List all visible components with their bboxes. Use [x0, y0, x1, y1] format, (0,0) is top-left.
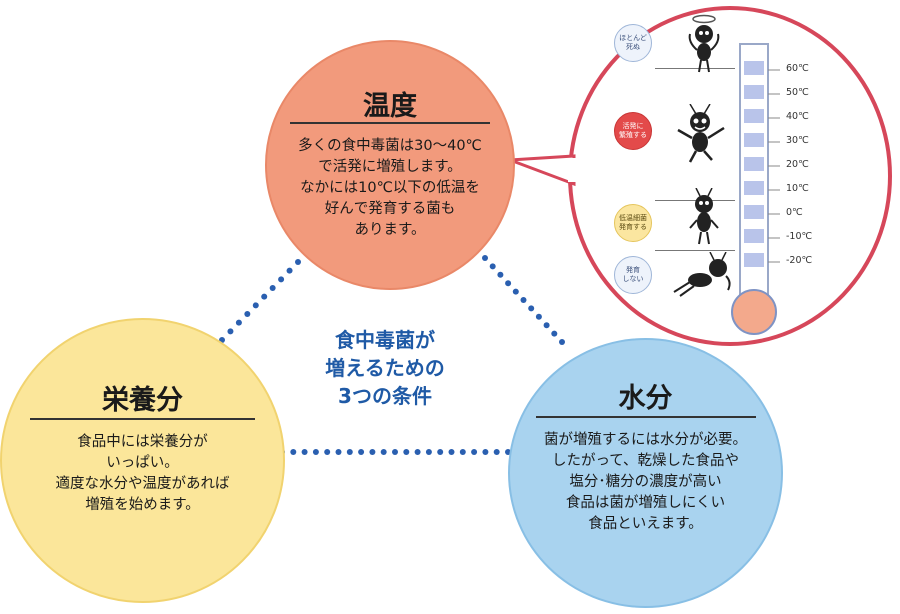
connector-dot — [543, 322, 550, 329]
temperature-body: 多くの食中毒菌は30～40℃ で活発に増殖します。 なかには10℃以下の低温を … — [298, 138, 482, 238]
temperature-circle — [265, 40, 515, 290]
connector-dot — [493, 449, 500, 455]
connector-dot — [482, 449, 489, 455]
connector-dot — [392, 449, 398, 455]
thermometer-segment — [744, 85, 764, 99]
bacteria-angel-icon — [688, 14, 720, 73]
connector-dot — [335, 449, 342, 455]
badge-psychrotroph-growth: 低温細菌 発育する — [614, 204, 652, 242]
connector-dot — [448, 449, 455, 455]
connector-dot — [437, 449, 444, 455]
connector-dot — [505, 280, 512, 287]
thermometer-tick-label: 40℃ — [786, 111, 809, 122]
level-line — [655, 68, 735, 69]
level-line — [655, 200, 735, 201]
nutrition-title: 栄養分 — [102, 385, 183, 416]
connector-dot — [290, 449, 297, 455]
connector-dot — [512, 288, 519, 295]
connector-dot — [301, 449, 308, 455]
thermometer-segment — [744, 229, 764, 243]
connector-dot — [286, 267, 293, 274]
water-title-underline — [536, 416, 756, 418]
connector-dot — [227, 328, 234, 335]
bacteria-dormant-icon — [673, 252, 731, 297]
connector-dot — [403, 449, 410, 455]
connector-dot — [425, 449, 432, 455]
connector-dot — [482, 255, 488, 261]
water-circle — [508, 338, 783, 608]
zoom-pointer — [509, 154, 576, 187]
thermometer-segment — [744, 181, 764, 195]
connector-dot — [497, 271, 504, 278]
thermometer-tick-label: 0℃ — [786, 207, 803, 218]
connector-dot — [244, 311, 251, 317]
connector-dot — [551, 330, 558, 337]
thermometer-tick-label: -10℃ — [786, 231, 813, 242]
thermometer-segment — [744, 109, 764, 123]
connector-dot — [520, 297, 527, 303]
connector-dot — [269, 285, 276, 291]
connector-dot — [252, 302, 259, 309]
level-line — [655, 250, 735, 251]
thermometer-icon — [731, 43, 780, 335]
connector-dot — [235, 319, 242, 326]
thermometer-segment — [744, 253, 764, 267]
connector-dot — [312, 449, 319, 455]
water-body: 菌が増殖するには水分が必要。 したがって、乾燥した食品や 塩分･糖分の濃度が高い… — [544, 432, 747, 532]
connector-dot — [358, 449, 365, 455]
connector-dot — [380, 449, 387, 455]
badge-no-growth: 発育 しない — [614, 256, 652, 294]
temperature-title-underline — [290, 122, 490, 124]
connector-dot — [278, 276, 285, 283]
thermometer-tick-label: 20℃ — [786, 159, 809, 170]
badge-active-growth: 活発に 繁殖する — [614, 112, 652, 150]
connector-dot — [346, 449, 353, 455]
thermometer-tick-label: -20℃ — [786, 255, 813, 266]
temperature-title: 温度 — [363, 91, 417, 122]
connector-dot — [459, 449, 466, 455]
connector-dot — [471, 449, 478, 455]
thermometer-segment — [744, 133, 764, 147]
thermometer-tick-label: 30℃ — [786, 135, 809, 146]
thermometer-segment — [744, 205, 764, 219]
nutrition-circle — [0, 318, 285, 603]
thermometer-tick-label: 10℃ — [786, 183, 809, 194]
thermometer-tick-label: 50℃ — [786, 87, 809, 98]
center-title: 食中毒菌が 増えるための 3つの条件 — [325, 328, 445, 408]
nutrition-body: 食品中には栄養分が いっぱい。 適度な水分や温度があれば 増殖を始めます。 — [55, 434, 230, 513]
connector-dot — [369, 449, 376, 455]
connector-dot — [489, 263, 496, 270]
water-title: 水分 — [618, 383, 673, 414]
thermometer-segment — [744, 61, 764, 75]
bacteria-cold-icon — [689, 188, 719, 245]
connector-dot — [528, 305, 535, 312]
connector-dot — [261, 293, 268, 300]
badge-mostly-die: ほとんど 死ぬ — [614, 24, 652, 62]
connector-dot — [559, 339, 565, 345]
connector-dot — [295, 259, 301, 265]
thermometer-segment — [744, 157, 764, 171]
thermometer-tick-label: 60℃ — [786, 63, 809, 74]
nutrition-title-underline — [30, 418, 255, 420]
connector-dot — [535, 313, 542, 320]
connector-dot — [414, 449, 421, 455]
connector-dot — [324, 449, 331, 455]
bacteria-active-icon — [677, 104, 725, 163]
